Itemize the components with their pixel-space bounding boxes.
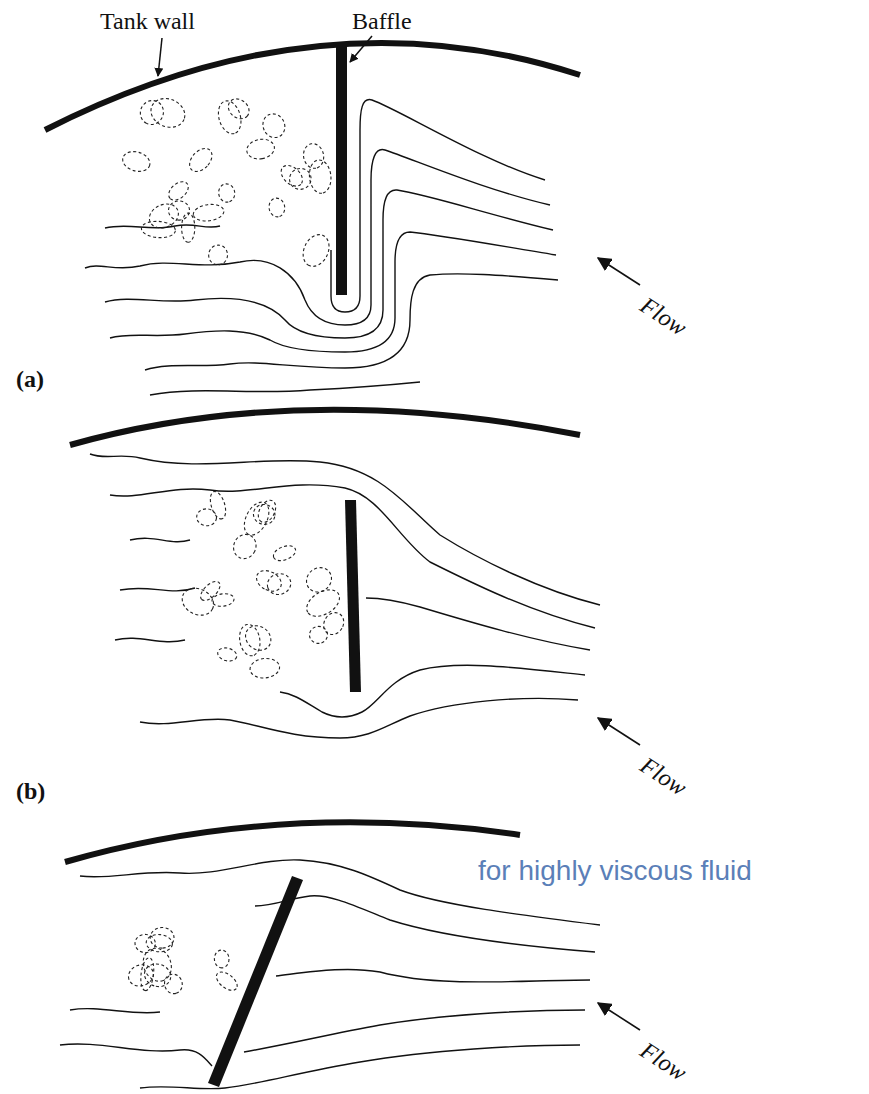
eddy: [207, 244, 229, 266]
note-label: for highly viscous fluid: [478, 856, 752, 887]
part-label: Tank wall: [100, 8, 195, 34]
flow-arrow: [598, 1003, 640, 1030]
panel-label: (a): [16, 366, 44, 392]
eddy: [162, 972, 184, 995]
eddy: [320, 609, 348, 638]
eddy: [230, 531, 260, 563]
panel-label: (b): [16, 778, 45, 804]
eddy: [141, 220, 176, 239]
eddy: [255, 497, 279, 525]
eddy: [182, 213, 195, 242]
flow-label: Flow: [636, 292, 692, 341]
eddy: [215, 98, 245, 136]
streamlines: [90, 454, 600, 738]
eddy: [298, 230, 334, 270]
eddy: [224, 95, 253, 123]
eddy: [217, 183, 236, 204]
tank-wall: [45, 43, 580, 130]
eddy: [146, 200, 182, 233]
eddy: [192, 203, 225, 223]
streamlines: [60, 860, 600, 1089]
leader-line: [158, 38, 162, 76]
eddy: [253, 566, 285, 595]
eddy: [213, 968, 240, 993]
eddy: [237, 623, 262, 658]
flow-arrow: [598, 718, 640, 745]
eddy: [134, 933, 156, 953]
eddies: [120, 94, 347, 996]
eddy: [178, 583, 218, 620]
eddy: [211, 592, 235, 607]
eddy: [265, 571, 294, 598]
leader-line: [350, 36, 372, 62]
streamlines: [85, 100, 558, 395]
eddy: [301, 142, 325, 170]
eddy: [309, 626, 329, 645]
flow-label: Flow: [636, 752, 692, 801]
eddy: [239, 498, 274, 539]
eddy: [249, 657, 280, 679]
eddy: [207, 490, 228, 521]
eddy: [147, 94, 190, 133]
panel-a: [45, 36, 640, 395]
baffle: [345, 500, 361, 692]
flow-arrow: [598, 258, 640, 285]
eddy: [216, 646, 238, 663]
tank-wall: [70, 410, 580, 445]
eddy: [245, 137, 276, 161]
eddy: [308, 159, 333, 194]
tank-wall: [65, 822, 520, 862]
part-label: Baffle: [352, 8, 412, 34]
eddy: [185, 144, 216, 176]
eddy: [271, 543, 297, 564]
flow-label: Flow: [636, 1037, 692, 1086]
baffle: [208, 876, 303, 1087]
eddy: [165, 178, 192, 204]
panel-b: [70, 410, 640, 745]
eddy: [302, 584, 344, 621]
eddy: [214, 950, 230, 969]
eddy: [259, 110, 289, 141]
eddy: [252, 502, 277, 526]
eddy: [302, 563, 337, 597]
eddy: [150, 927, 174, 948]
eddy: [168, 201, 190, 221]
baffle: [336, 42, 347, 295]
eddy: [136, 97, 167, 129]
eddy: [277, 161, 306, 190]
eddy: [142, 961, 174, 990]
eddy: [268, 197, 286, 218]
eddy: [120, 149, 152, 175]
eddy: [197, 578, 223, 604]
eddy: [139, 944, 177, 985]
eddy: [196, 508, 217, 526]
